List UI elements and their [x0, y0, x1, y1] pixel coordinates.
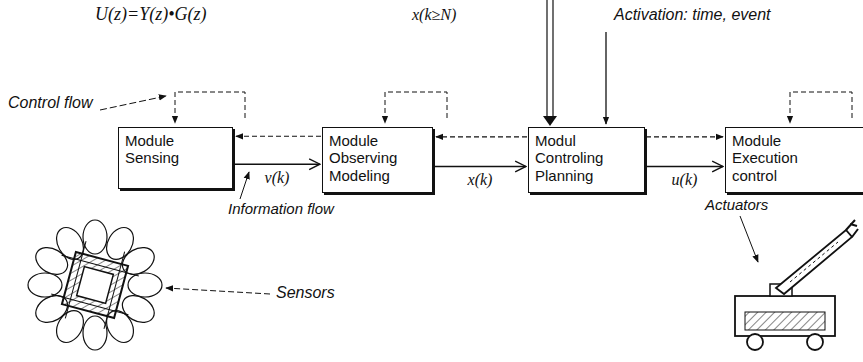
module-box: Module Observing Modeling: [322, 127, 433, 193]
robot-core: [77, 267, 114, 304]
annotation-label: Control flow: [6, 94, 94, 112]
leader-line: [240, 172, 249, 199]
robot-frame: [104, 252, 125, 329]
cart-wheel: [807, 334, 823, 350]
annotation-label: U(z)=Y(z)•G(z): [93, 4, 208, 25]
input-arrowhead: [543, 116, 557, 126]
module-box: Module Sensing: [118, 127, 233, 189]
sensor-ring: [28, 220, 162, 350]
cart-wheel: [747, 334, 763, 350]
control-flow-arrow: [646, 136, 723, 137]
gripper: [846, 220, 858, 237]
control-loop: [790, 92, 852, 123]
sensor-petal: [28, 273, 62, 297]
module-label: Module Observing Modeling: [323, 128, 419, 188]
information-flow-arrow: [434, 166, 526, 167]
control-flow-arrow: [236, 136, 321, 137]
cart-panel: [745, 312, 825, 330]
annotation-label: Information flow: [226, 200, 336, 217]
leader-line: [100, 96, 166, 110]
signal-label: x(k): [466, 171, 495, 189]
input-line: [546, 0, 547, 118]
robot-frame: [65, 241, 86, 318]
control-loop: [385, 92, 447, 123]
annotation-label: Activation: time, event: [612, 6, 773, 24]
sensor-petal: [83, 220, 107, 254]
arm-detail: [790, 242, 838, 282]
information-flow-arrow: [234, 163, 320, 164]
module-label: Module Execution control: [726, 128, 824, 188]
robot-arm: [776, 230, 852, 294]
robot-body: [62, 252, 128, 318]
leader-line: [166, 288, 270, 294]
robot-frame: [51, 294, 128, 315]
signal-label: v(k): [263, 169, 292, 187]
module-box: Module Execution control: [725, 127, 863, 193]
signal-label: u(k): [670, 171, 700, 189]
module-label: Module Sensing: [119, 128, 203, 171]
sensor-petal: [83, 316, 107, 350]
information-flow-arrow: [646, 166, 723, 167]
sensor-petal: [128, 273, 162, 297]
module-box: Modul Controling Planning: [528, 127, 645, 193]
annotation-label: Sensors: [274, 284, 337, 302]
leader-line: [740, 216, 758, 262]
control-loop: [175, 92, 245, 123]
module-label: Modul Controling Planning: [529, 128, 631, 188]
robot-body: [46, 236, 144, 334]
activation-line: [605, 32, 606, 124]
cart-body: [735, 296, 835, 336]
annotation-label: x(k≥N): [410, 6, 458, 24]
input-line: [552, 0, 553, 118]
robot-frame: [62, 255, 139, 276]
control-flow-arrow: [436, 136, 527, 137]
annotation-label: Actuators: [703, 196, 770, 213]
